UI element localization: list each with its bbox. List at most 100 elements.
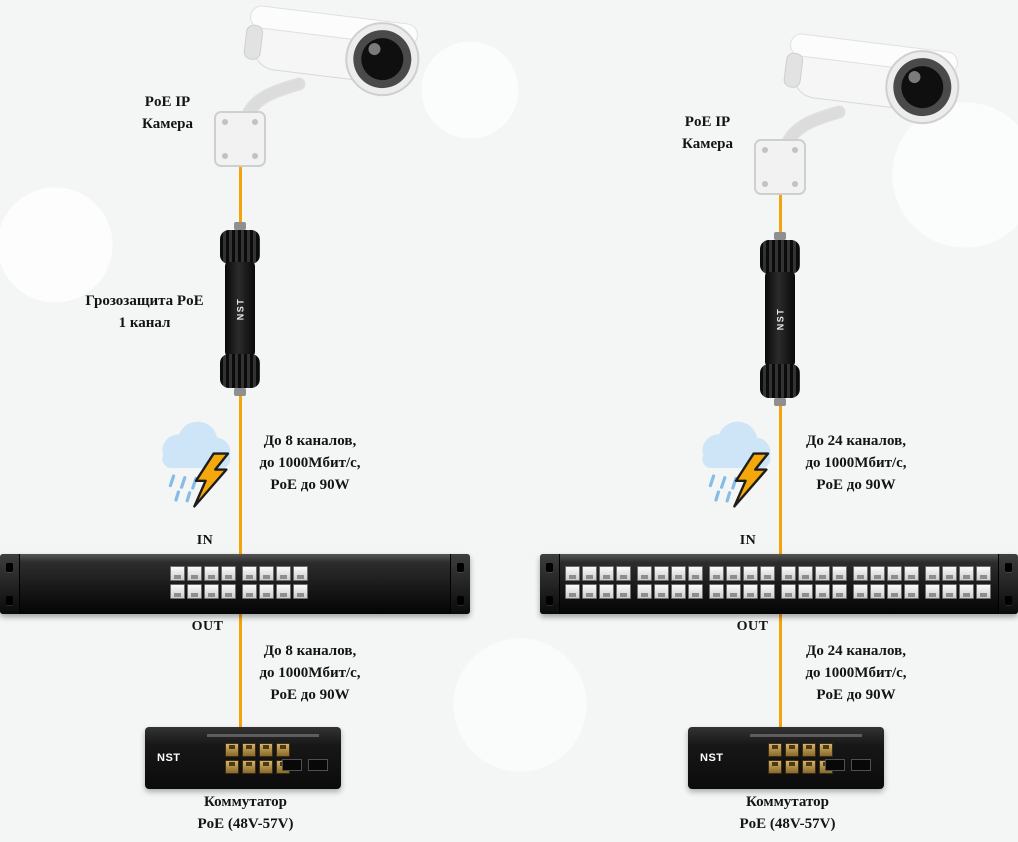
rj45-port [582,584,597,599]
rj45-port [293,584,308,599]
rack-ear [450,554,470,614]
rj45-port [599,566,614,581]
rj45-port [671,566,686,581]
rj45-port [221,566,236,581]
surge-cap-top [760,240,800,274]
switch-rj45-port [785,760,799,774]
surge-label-left: Грозозащита PoE 1 канал [85,293,204,331]
rj45-port [221,584,236,599]
switch-label-left: Коммутатор PoE (48V-57V) [197,794,294,832]
rj45-port [637,584,652,599]
rj45-port [654,566,669,581]
rj45-port [870,584,885,599]
rj45-port [293,566,308,581]
rj45-port [815,584,830,599]
rack-ear [998,554,1018,614]
switch-label-right: Коммутатор PoE (48V-57V) [739,794,836,832]
sfp-port [308,759,328,771]
rj45-port [760,566,775,581]
rj45-port-group [242,566,308,599]
rj45-port [798,566,813,581]
sfp-port [851,759,871,771]
brand-logo: NST [775,307,785,331]
rj45-port [832,566,847,581]
spec-top-right: До 24 каналов, до 1000Мбит/с, PoE до 90W [805,433,907,493]
rj45-port [671,584,686,599]
rj45-port [976,584,991,599]
rj45-port-group [709,566,775,599]
rack-ear [540,554,560,614]
rj45-port-group [781,566,847,599]
ip-camera-left [214,5,420,167]
surge-panel-16port [0,554,470,614]
brand-logo: NST [700,752,724,764]
rj45-port [204,566,219,581]
in-label-left: IN [196,533,214,548]
rj45-port [187,584,202,599]
rj45-port [942,566,957,581]
surge-panel-48port [540,554,1018,614]
rj45-port [709,566,724,581]
rj45-port [853,584,868,599]
wall-mount-plate [214,111,266,167]
rj45-port [870,566,885,581]
switch-rj45-port [242,743,256,757]
switch-rj45-port [259,760,273,774]
rj45-port [688,584,703,599]
rj45-port [654,584,669,599]
rj45-port [242,566,257,581]
rj45-port [637,566,652,581]
surge-connector-bottom [234,388,246,396]
surge-body: NST [765,272,795,366]
rack-ear [0,554,20,614]
switch-rj45-port [768,743,782,757]
cable-panel-to-switch-left [239,612,242,732]
rj45-port-group [170,566,236,599]
rj45-port [170,566,185,581]
rj45-port [242,584,257,599]
rj45-port [599,584,614,599]
switch-rj45-port [242,760,256,774]
rj45-port [942,584,957,599]
camera-body [783,33,960,125]
rj45-port [853,566,868,581]
sfp-port-field [825,759,871,771]
rj45-port-group [565,566,631,599]
sfp-port [282,759,302,771]
lightning-bolt-icon [193,452,230,508]
switch-fineprint [750,734,862,737]
switch-rj45-port [768,760,782,774]
rj45-port [743,566,758,581]
rj45-port [904,584,919,599]
surge-cap-top [220,230,260,264]
rj45-port [565,584,580,599]
poe-surge-protector-left: NST [217,222,263,400]
cable-panel-to-switch-right [779,612,782,732]
storm-cloud-right [702,421,771,508]
rj45-port [781,584,796,599]
in-label-right: IN [739,533,757,548]
sfp-port-field [282,759,328,771]
surge-cap-bottom [220,354,260,388]
out-label-left: OUT [191,619,224,634]
rj45-port [887,584,902,599]
brand-logo: NST [235,297,245,321]
lightning-bolt-icon [733,452,770,508]
rj45-port [616,584,631,599]
rj45-port [726,584,741,599]
rj45-port [904,566,919,581]
switch-rj45-port [802,743,816,757]
switch-rj45-port [785,743,799,757]
switch-rj45-port [276,743,290,757]
panel-port-field [565,566,991,599]
rj45-port [616,566,631,581]
switch-rj45-port [225,760,239,774]
rj45-port [798,584,813,599]
rj45-port [276,584,291,599]
poe-switch-right: NST [688,727,884,789]
surge-connector-top [234,222,246,230]
brand-logo: NST [157,752,181,764]
rj45-port [760,584,775,599]
rj45-port [259,584,274,599]
